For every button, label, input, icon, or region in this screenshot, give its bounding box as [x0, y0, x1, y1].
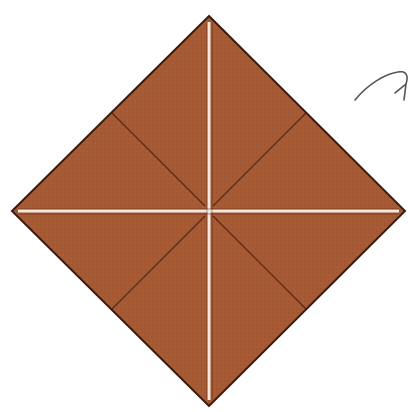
center-gaps	[18, 22, 399, 400]
turn-over-arrow	[355, 72, 407, 100]
arrow-curve	[355, 72, 407, 100]
arrow-head-icon	[395, 84, 406, 100]
